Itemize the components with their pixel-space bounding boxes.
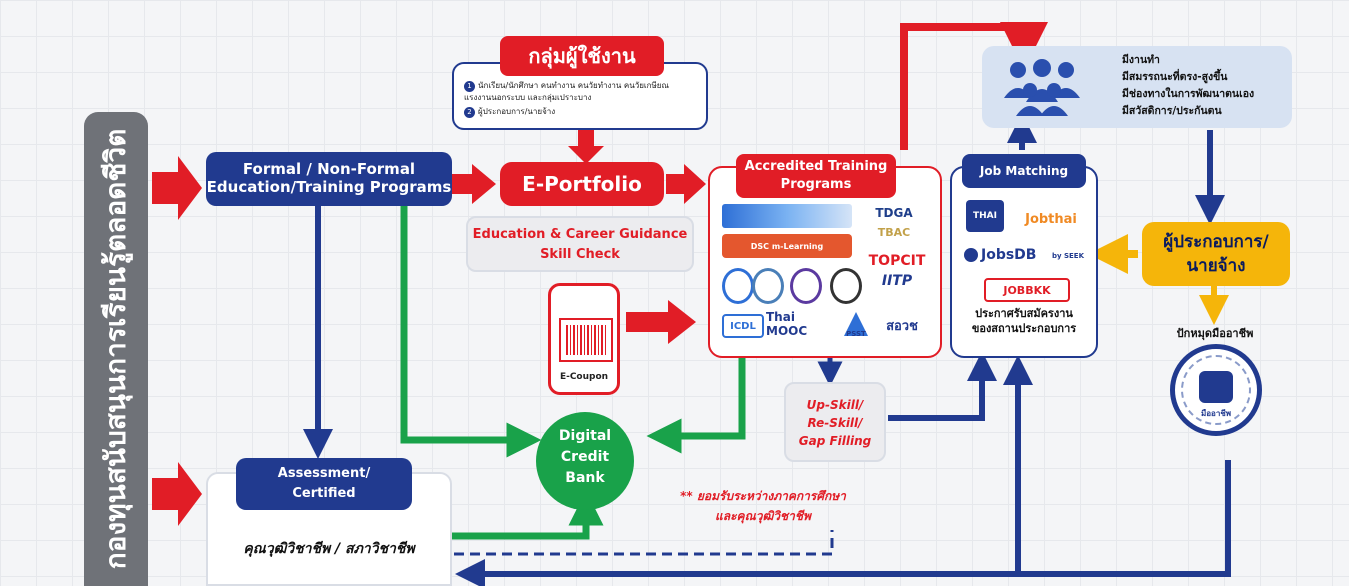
red-arrow-coupon-right (626, 300, 696, 344)
upskill-box: Up-Skill/ Re-Skill/ Gap Filling (784, 382, 886, 462)
formal-programs-box: Formal / Non-Formal Education/Training P… (206, 152, 452, 206)
guidance-line2: Skill Check (540, 247, 620, 262)
credit-bank-line2: Credit (560, 449, 610, 465)
assessment-title-line1: Assessment/ (277, 466, 371, 481)
outcome-item: มีสมรรถนะที่ตรง-สูงขึ้น (1122, 71, 1228, 83)
pin-label: ปักหมุดมืออาชีพ (1176, 327, 1254, 340)
red-arrow-to-accredited (666, 164, 706, 204)
thai-job-logo: THAI (966, 200, 1004, 232)
green-accredited-to-bank (646, 358, 746, 454)
jobbkk-logo: JOBBKK (984, 278, 1070, 302)
jobsdb-text: JobsDB (981, 247, 1037, 263)
employer-box: ผู้ประกอบการ/ นายจ้าง (1142, 222, 1290, 286)
lifelong-fund-banner (84, 112, 148, 586)
red-arrow-users-down (568, 130, 604, 164)
triangle-icon (844, 312, 868, 336)
number-icon: 2 (464, 107, 475, 118)
red-arrow-to-eportfolio (452, 164, 496, 204)
upskill-line1: Up-Skill/ (806, 398, 864, 412)
career-guidance-box: Education & Career Guidance Skill Check (466, 216, 694, 272)
upskill-line2: Re-Skill/ (807, 416, 863, 430)
sorwor-logo: สอวช (886, 318, 918, 334)
jobsdb-logo: JobsDB (964, 244, 1050, 266)
assessment-title: Assessment/ Certified (236, 458, 412, 510)
iitp-logo: IITP (881, 273, 913, 289)
credit-note-line2: และคุณวุฒิวิชาชีพ (715, 509, 811, 523)
topcit-logo: TOPCIT (868, 253, 926, 269)
job-caption-line2: ของสถานประกอบการ (971, 322, 1077, 335)
job-matching-title: Job Matching (962, 154, 1086, 188)
blue-dashed-link (454, 530, 834, 556)
barcode-icon (559, 318, 613, 362)
eportfolio-box: E-Portfolio (500, 162, 664, 206)
digital-credit-bank: Digital Credit Bank (536, 412, 634, 510)
green-assessment-to-bank (450, 490, 604, 540)
job-posting-caption: ประกาศรับสมัครงาน ของสถานประกอบการ (952, 306, 1096, 336)
blue-bottom-return (455, 460, 1231, 586)
job-matching-panel (950, 166, 1098, 358)
seal-logo-2 (752, 268, 784, 304)
psst-logo: PSST (842, 310, 870, 338)
formal-programs-line1: Formal / Non-Formal (242, 160, 416, 178)
thumbs-up-icon (1199, 371, 1233, 403)
people-group-icon (1004, 59, 1080, 116)
qualification-label: คุณวุฒิวิชาชีพ / สภาวิชาชีพ (243, 541, 415, 557)
tbac-logo: TBAC (877, 225, 911, 239)
seal-logo-4 (830, 268, 862, 304)
credit-bank-line1: Digital (558, 428, 612, 444)
outcome-item: มีสวัสดิการ/ประกันตน (1122, 105, 1222, 117)
assessment-title-line2: Certified (292, 486, 356, 501)
icdl-logo: ICDL (722, 314, 764, 338)
red-arrow-to-assessment (152, 462, 202, 526)
user-group-title: กลุ่มผู้ใช้งาน (500, 36, 664, 76)
seal-logo-3 (790, 268, 822, 304)
guidance-line1: Education & Career Guidance (472, 227, 688, 242)
upskill-line3: Gap Filling (798, 434, 872, 448)
employer-line2: นายจ้าง (1186, 256, 1246, 276)
outcomes-panel: มีงานทำ มีสมรรถนะที่ตรง-สูงขึ้น มีช่องทา… (982, 46, 1292, 128)
credit-bank-line3: Bank (565, 470, 605, 486)
outcome-item: มีงานทำ (1122, 54, 1160, 66)
red-arrow-to-programs (152, 156, 202, 220)
badge-text: มืออาชีพ (1200, 409, 1232, 418)
red-loop (900, 22, 1048, 150)
job-caption-line1: ประกาศรับสมัครงาน (975, 307, 1073, 320)
accredited-title: Accredited Training Programs (736, 154, 896, 198)
seal-logo-1 (722, 268, 754, 304)
lifelong-fund-label: กองทุนสนับสนุนการเรียนรู้ตลอดชีวิต (99, 128, 132, 570)
professional-badge: มืออาชีพ (1170, 344, 1262, 436)
ecoupon-label: E-Coupon (559, 372, 609, 382)
jobthai-logo: Jobthai (1025, 211, 1077, 227)
formal-programs-line2: Education/Training Programs (206, 178, 452, 196)
user-group-item-1-text: นักเรียน/นักศึกษา คนทำงาน คนวัยทำงาน คนว… (464, 81, 669, 102)
accredited-panel (708, 166, 942, 358)
blue-upskill-to-jobmatch (888, 351, 997, 421)
training-banner-logo (722, 204, 852, 228)
outcomes-list: มีงานทำ มีสมรรถนะที่ตรง-สูงขึ้น มีช่องทา… (1122, 52, 1254, 120)
psst-text: PSST (846, 330, 866, 338)
thaimooc-logo: Thai MOOC (766, 310, 808, 338)
user-group-item-2-text: ผู้ประกอบการ/นายจ้าง (478, 107, 556, 116)
credit-note-line1: ** ยอมรับระหว่างภาคการศึกษา (680, 489, 846, 503)
accredited-title-line2: Programs (780, 177, 852, 192)
by-seek-label: by SEEK (1051, 252, 1085, 260)
employer-line1: ผู้ประกอบการ/ (1163, 232, 1269, 252)
accredited-title-line1: Accredited Training (744, 159, 888, 174)
number-icon: 1 (464, 81, 475, 92)
outcome-item: มีช่องทางในการพัฒนาตนเอง (1122, 88, 1255, 100)
dsc-mlearning-logo: DSC m-Learning (722, 234, 852, 258)
ecoupon-phone: E-Coupon (548, 283, 620, 395)
green-programs-to-bank (400, 198, 542, 458)
credit-note: ** ยอมรับระหว่างภาคการศึกษา และคุณวุฒิวิ… (648, 486, 878, 526)
globe-icon (964, 248, 978, 262)
tdga-logo: TDGA (875, 206, 913, 220)
